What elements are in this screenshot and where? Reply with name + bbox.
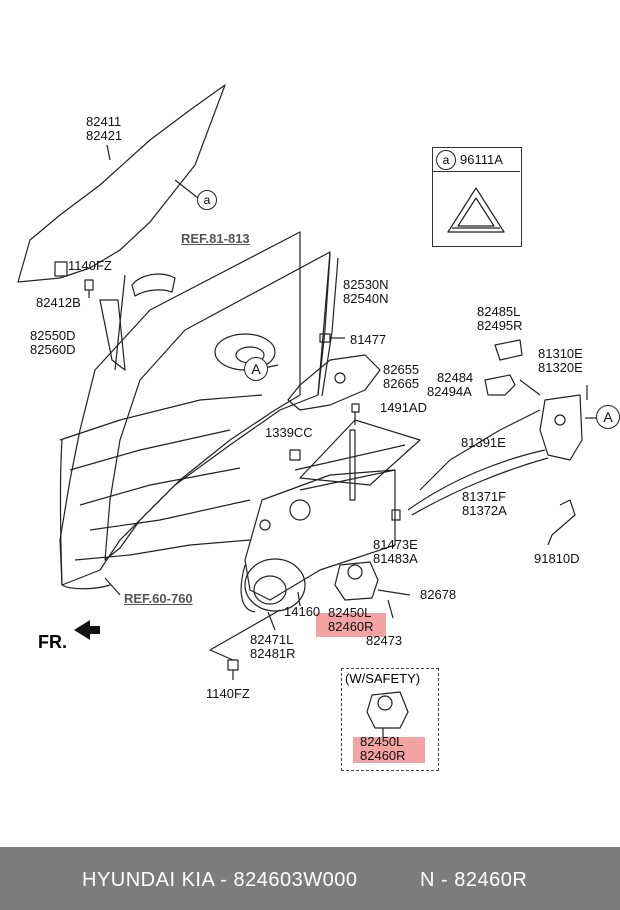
highlight-82460r (316, 613, 386, 637)
label-sticker-box (432, 147, 522, 247)
part-label-82530n[interactable]: 82530N (343, 277, 389, 292)
part-label-1140fz-top[interactable]: 1140FZ (68, 258, 112, 273)
callout-a-label: a (436, 150, 456, 170)
part-label-82665[interactable]: 82665 (383, 376, 420, 391)
part-label-82495r[interactable]: 82495R (477, 318, 523, 333)
part-label-82471l[interactable]: 82471L (250, 632, 294, 647)
part-label-82540n[interactable]: 82540N (343, 291, 389, 306)
part-label-82450l-safety[interactable]: 82450L (360, 734, 404, 749)
part-label-82485l[interactable]: 82485L (477, 304, 521, 319)
part-label-1140fz-bottom[interactable]: 1140FZ (206, 686, 250, 701)
part-label-96111a[interactable]: 96111A (460, 152, 503, 167)
footer-brand-part: HYUNDAI KIA - 824603W000 (82, 869, 358, 891)
safety-variant-box (341, 668, 439, 771)
part-label-82450l[interactable]: 82450L (328, 605, 372, 620)
part-label-81477[interactable]: 81477 (350, 332, 387, 347)
part-label-91810d[interactable]: 91810D (534, 551, 580, 566)
front-arrow-icon (74, 620, 100, 640)
part-label-82412b[interactable]: 82412B (36, 295, 81, 310)
label-box-divider (432, 171, 520, 172)
front-marker: FR. (38, 632, 67, 652)
part-label-82411[interactable]: 82411 (86, 114, 122, 129)
part-label-1491ad[interactable]: 1491AD (380, 400, 427, 415)
part-label-82655[interactable]: 82655 (383, 362, 420, 377)
part-label-82481r[interactable]: 82481R (250, 646, 296, 661)
part-label-82678[interactable]: 82678 (420, 587, 457, 602)
part-label-81320e[interactable]: 81320E (538, 360, 583, 375)
callout-a-right: A (596, 405, 620, 429)
door-frame (59, 231, 301, 586)
part-label-82484[interactable]: 82484 (437, 370, 474, 385)
safety-title: (W/SAFETY) (345, 671, 421, 686)
part-label-81310e[interactable]: 81310E (538, 346, 583, 361)
part-label-81372a[interactable]: 81372A (462, 503, 507, 518)
part-label-14160[interactable]: 14160 (284, 604, 321, 619)
part-label-82473[interactable]: 82473 (366, 633, 403, 648)
highlight-82460r-safety (353, 737, 425, 763)
part-label-82550d[interactable]: 82550D (30, 328, 76, 343)
part-label-1339cc[interactable]: 1339CC (265, 425, 313, 440)
part-label-82421[interactable]: 82421 (86, 128, 123, 143)
part-label-82460r-safety[interactable]: 82460R (360, 748, 406, 763)
door-glass (17, 84, 226, 283)
part-label-81483a[interactable]: 81483A (373, 551, 418, 566)
part-label-82560d[interactable]: 82560D (30, 342, 76, 357)
part-label-81391e[interactable]: 81391E (461, 435, 506, 450)
footer-oem-number: N - 82460R (420, 869, 528, 891)
part-label-82460r[interactable]: 82460R (328, 619, 374, 634)
part-label-81371f[interactable]: 81371F (462, 489, 507, 504)
ref-60-760[interactable]: REF.60-760 (124, 591, 193, 606)
ref-81-813[interactable]: REF.81-813 (181, 231, 250, 246)
part-label-82494a[interactable]: 82494A (427, 384, 472, 399)
callout-a-glass: a (197, 190, 217, 210)
callout-a-left: A (244, 357, 268, 381)
part-label-81473e[interactable]: 81473E (373, 537, 418, 552)
footer-bar: HYUNDAI KIA - 824603W000 N - 82460R (0, 847, 620, 910)
